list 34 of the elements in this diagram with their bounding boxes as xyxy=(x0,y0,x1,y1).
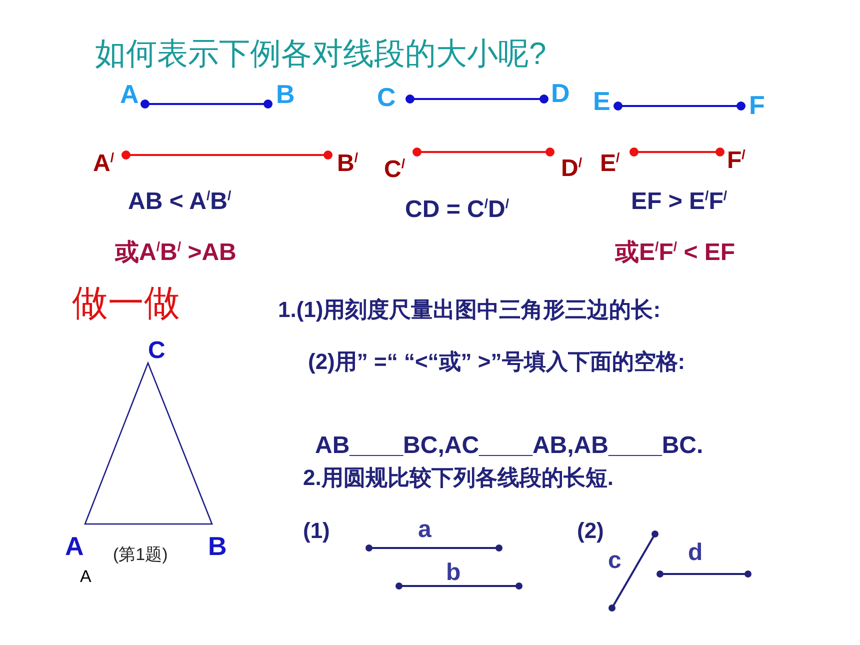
point-label: D$^{/}$ xyxy=(561,155,582,183)
point-label: F xyxy=(749,91,765,121)
comparison-text: AB < A$^{/}$B$^{/}$ xyxy=(128,188,232,216)
comparison-text: 或E$^{/}$F$^{/}$ < EF xyxy=(615,239,736,267)
point-label: A$^{/}$ xyxy=(93,150,114,178)
point-label: C xyxy=(148,337,166,365)
point-label: A xyxy=(65,532,84,562)
point-label: A xyxy=(80,567,92,587)
point-label: C xyxy=(377,83,396,113)
comparison-text: 或A$^{/}$B$^{/}$ >AB xyxy=(115,239,236,267)
comparison-text: CD = C$^{/}$D$^{/}$ xyxy=(405,196,510,224)
point-label: F$^{/}$ xyxy=(727,147,746,175)
question-text: 2.用圆规比较下列各线段的长短. xyxy=(303,465,614,490)
segment-label: a xyxy=(418,516,432,544)
question-number: (1) xyxy=(303,518,330,544)
segment-label: d xyxy=(688,539,703,567)
figure-caption: (第1题) xyxy=(113,545,168,565)
title: 如何表示下例各对线段的大小呢? xyxy=(95,36,546,72)
segment-label: c xyxy=(608,547,622,575)
comparison-text: EF > E$^{/}$F$^{/}$ xyxy=(631,188,728,216)
segment-label: b xyxy=(446,559,461,587)
point-label: E$^{/}$ xyxy=(600,150,620,178)
point-label: E xyxy=(593,87,610,117)
question-number: (2) xyxy=(577,518,604,544)
point-label: B xyxy=(208,532,227,562)
point-label: B xyxy=(276,80,295,110)
question-text: 1.(1)用刻度尺量出图中三角形三边的长: xyxy=(278,297,661,322)
question-text: (2)用” =“ “<“或” >”号填入下面的空格: xyxy=(307,348,686,376)
point-label: B$^{/}$ xyxy=(337,150,358,178)
point-label: D xyxy=(551,79,570,109)
point-label: C$^{/}$ xyxy=(384,156,406,184)
fill-in-text: AB____BC,AC____AB,AB____BC. xyxy=(315,432,704,460)
point-label: A xyxy=(120,80,139,110)
section-heading: 做一做 xyxy=(72,282,180,324)
